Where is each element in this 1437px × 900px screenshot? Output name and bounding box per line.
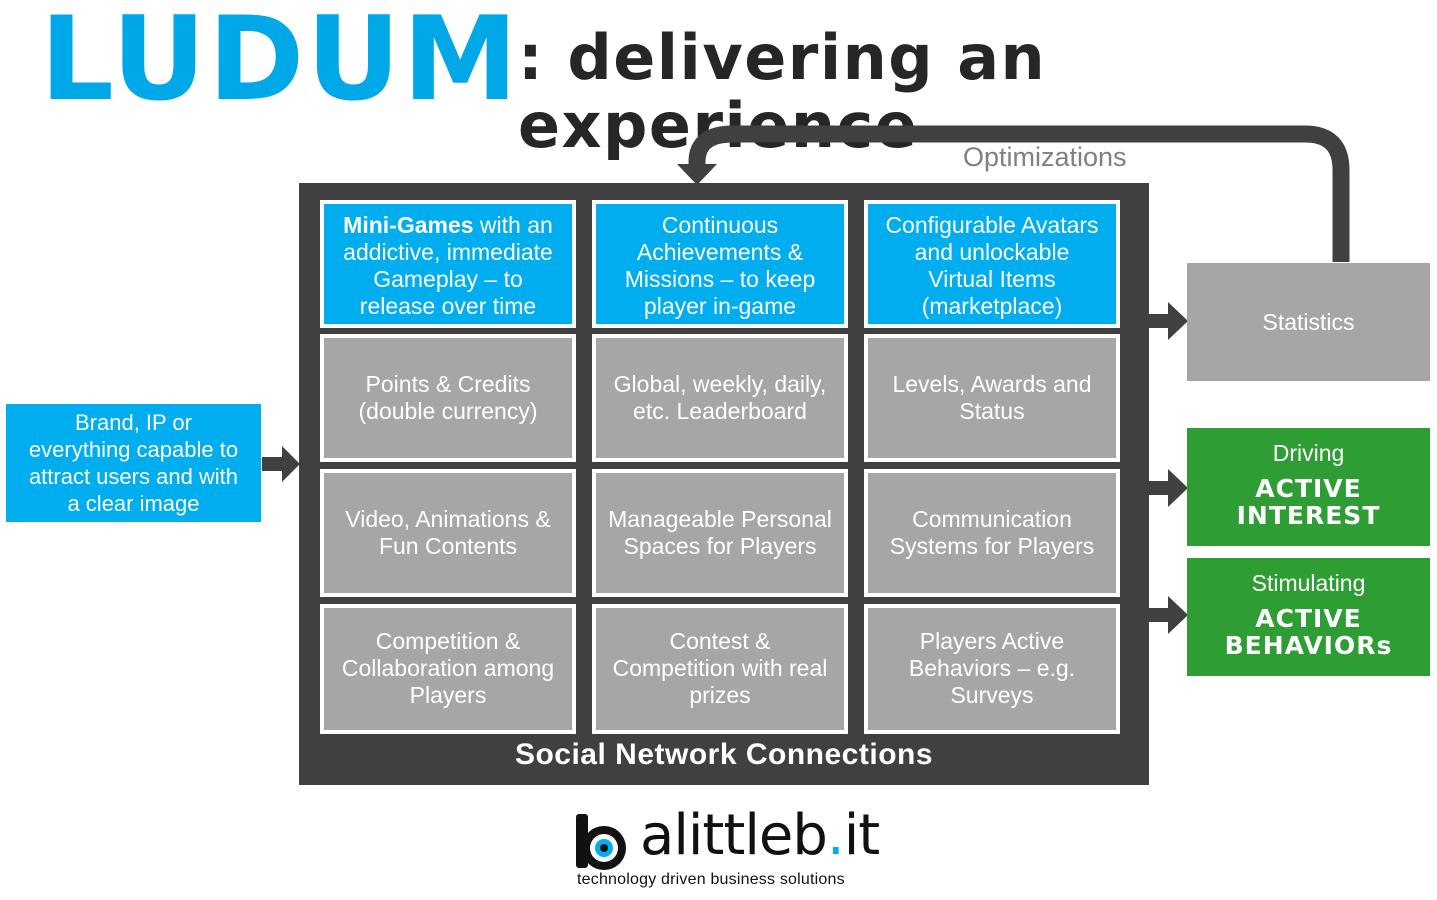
driving-label: Driving — [1272, 440, 1345, 466]
arrow-to-driving — [1148, 469, 1188, 507]
mini-games-text: with an addictive, immediate Gameplay – … — [343, 212, 553, 319]
logo-tagline: technology driven business solutions — [577, 871, 845, 888]
arrow-to-statistics — [1148, 302, 1188, 340]
alittlebit-logo-icon — [576, 814, 626, 870]
competition-collaboration-text: Competition & Collaboration among Player… — [341, 628, 555, 708]
optimizations-label: Optimizations — [963, 142, 1127, 172]
avatars-text: Configurable Avatars and unlockable Virt… — [885, 212, 1099, 319]
driving-box: Driving ACTIVE INTEREST — [1187, 428, 1430, 546]
cell-personal-spaces: Manageable Personal Spaces for Players — [592, 469, 848, 597]
communication-text: Communication Systems for Players — [889, 506, 1095, 559]
mini-games-bold: Mini-Games — [343, 212, 474, 238]
points-credits-text: Points & Credits (double currency) — [358, 371, 538, 424]
brand-box: Brand, IP or everything capable to attra… — [6, 404, 261, 522]
cell-mini-games: Mini-Games with an addictive, immediate … — [320, 200, 576, 328]
stimulating-label: Stimulating — [1251, 570, 1366, 596]
active-behaviors-text: Players Active Behaviors – e.g. Surveys — [908, 628, 1076, 708]
cell-leaderboard: Global, weekly, daily, etc. Leaderboard — [592, 334, 848, 462]
achievements-text: Continuous Achievements & Missions – to … — [624, 212, 816, 319]
cell-achievements: Continuous Achievements & Missions – to … — [592, 200, 848, 328]
statistics-box: Statistics — [1187, 263, 1430, 381]
cell-video-animations: Video, Animations & Fun Contents — [320, 469, 576, 597]
input-arrow — [262, 446, 300, 482]
cell-avatars: Configurable Avatars and unlockable Virt… — [864, 200, 1120, 328]
cell-points-credits: Points & Credits (double currency) — [320, 334, 576, 462]
logo-name-a: alittleb — [640, 803, 828, 868]
active-interest-label: ACTIVE INTEREST — [1236, 474, 1381, 530]
cell-levels-awards: Levels, Awards and Status — [864, 334, 1120, 462]
cell-competition-collaboration: Competition & Collaboration among Player… — [320, 604, 576, 734]
cell-active-behaviors: Players Active Behaviors – e.g. Surveys — [864, 604, 1120, 734]
stimulating-box: Stimulating ACTIVE BEHAVIORs — [1187, 558, 1430, 676]
social-network-label: Social Network Connections — [514, 738, 934, 771]
video-animations-text: Video, Animations & Fun Contents — [345, 506, 551, 559]
cell-contest: Contest & Competition with real prizes — [592, 604, 848, 734]
title-ludum: LUDUM — [40, 0, 520, 127]
levels-awards-text: Levels, Awards and Status — [892, 371, 1092, 424]
alittlebit-logo-text: alittleb.it — [640, 808, 880, 864]
active-behaviors-label: ACTIVE BEHAVIORs — [1224, 604, 1393, 660]
arrow-to-stimulating — [1148, 596, 1188, 634]
contest-text: Contest & Competition with real prizes — [612, 628, 828, 708]
cell-communication: Communication Systems for Players — [864, 469, 1120, 597]
logo-name-b: it — [843, 803, 881, 868]
logo-name-dot: . — [826, 803, 845, 868]
leaderboard-text: Global, weekly, daily, etc. Leaderboard — [613, 371, 827, 424]
personal-spaces-text: Manageable Personal Spaces for Players — [608, 506, 832, 559]
